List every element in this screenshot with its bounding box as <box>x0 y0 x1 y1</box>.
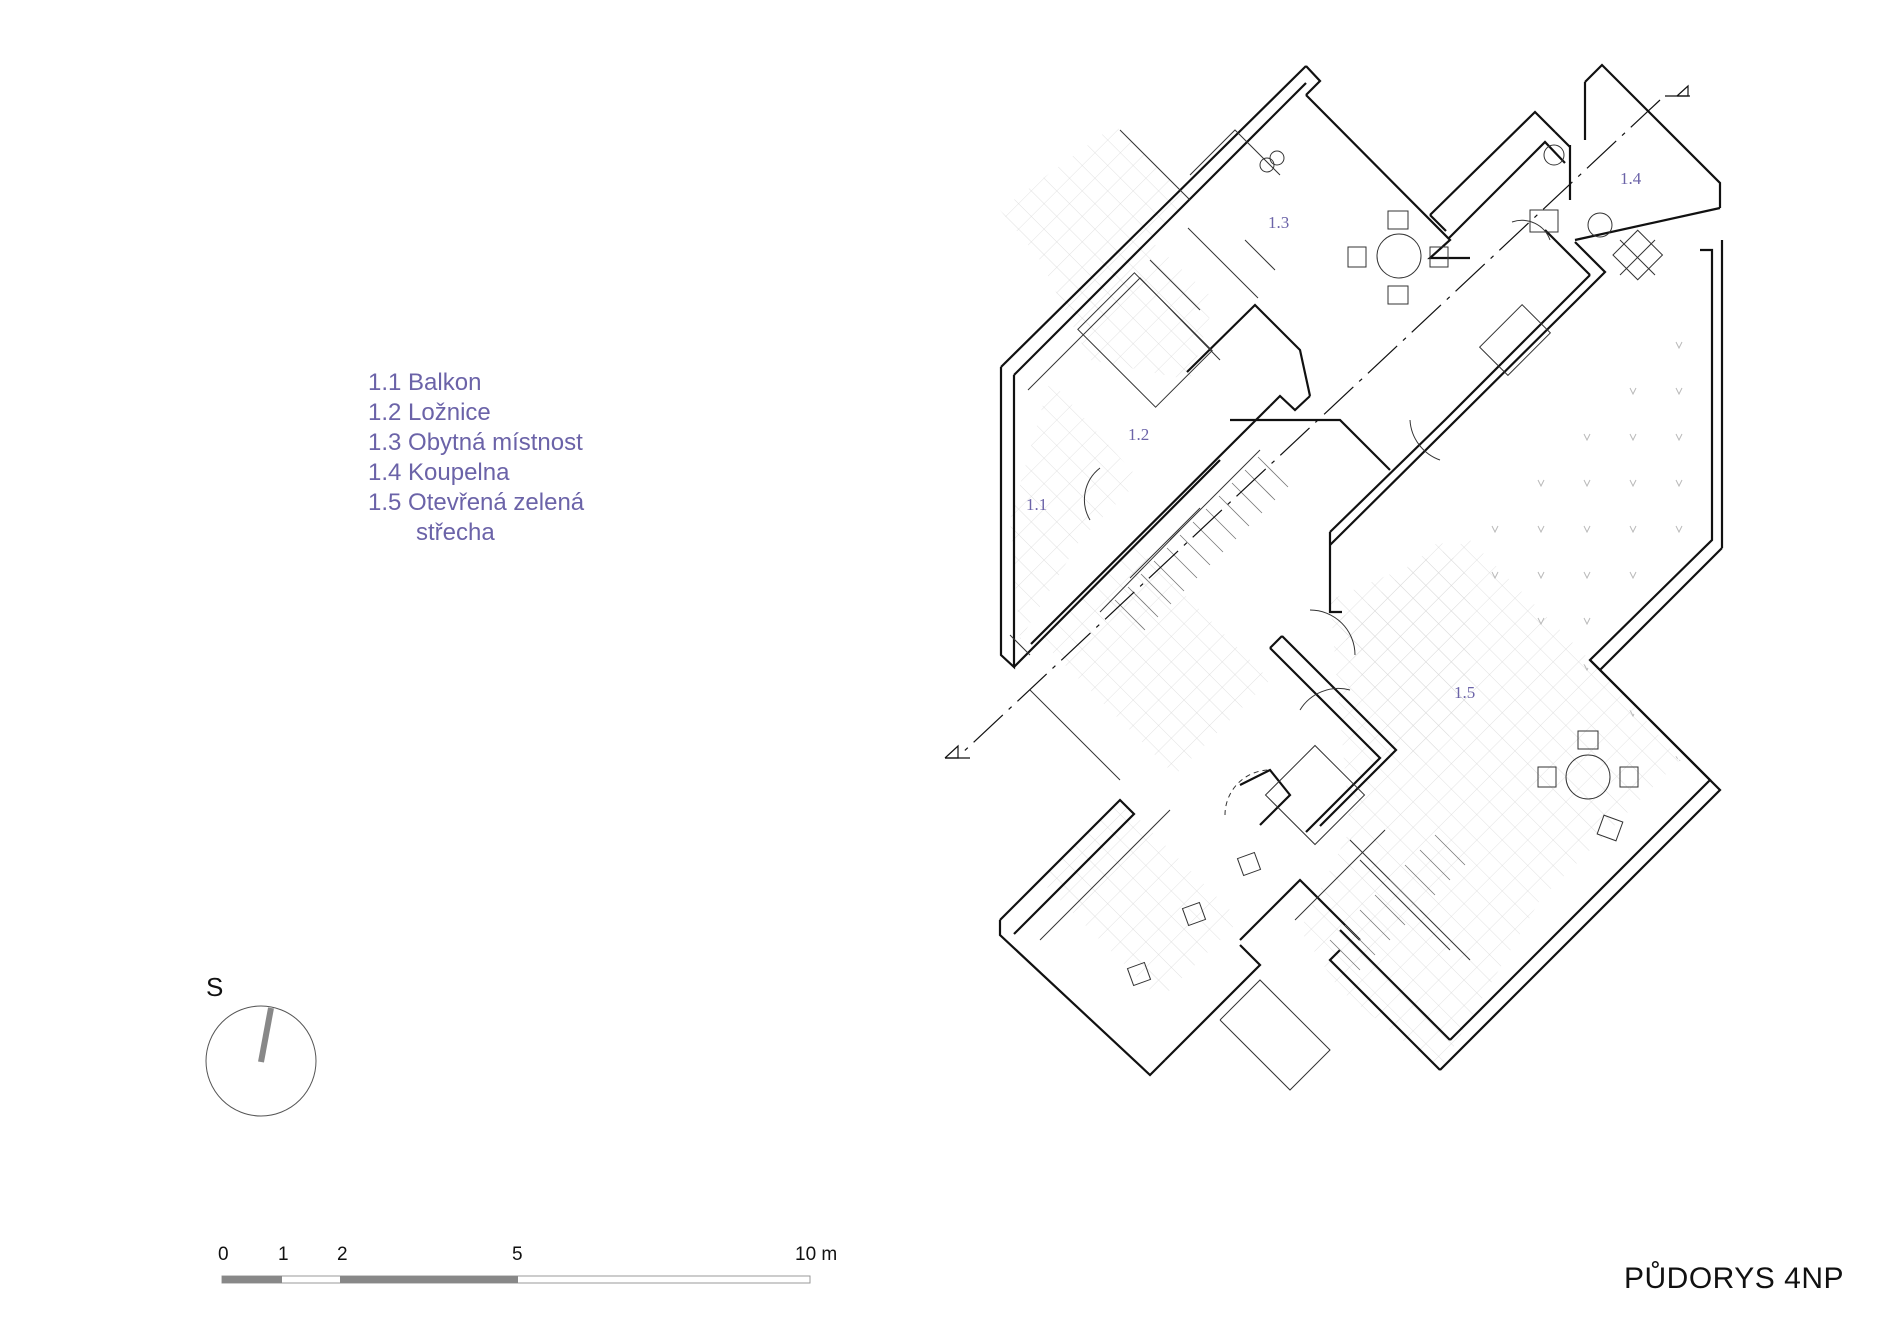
room-label-1-5: 1.5 <box>1454 683 1475 702</box>
drawing-title: PŮDORYS 4NP <box>1624 1262 1845 1295</box>
door-swings <box>1083 219 1551 816</box>
legend-item: 1.2 Ložnice <box>368 399 491 426</box>
legend-item: 1.3 Obytná místnost <box>368 429 583 456</box>
scale-tick-label: 5 <box>512 1244 523 1265</box>
legend-item: 1.4 Koupelna <box>368 459 510 486</box>
room-label-1-4: 1.4 <box>1620 169 1642 188</box>
north-needle <box>258 1007 274 1063</box>
north-label: S <box>206 972 224 1002</box>
north-circle <box>205 1005 317 1117</box>
legend-item-continuation: střecha <box>416 519 495 546</box>
room-label-1-2: 1.2 <box>1128 425 1149 444</box>
legend-item: 1.1 Balkon <box>368 369 482 396</box>
furniture <box>1077 144 1664 987</box>
scale-tick-label: 10 m <box>795 1244 838 1265</box>
scale-bar <box>221 1275 811 1284</box>
scale-tick-label: 0 <box>218 1244 229 1265</box>
room-label-1-1: 1.1 <box>1026 495 1047 514</box>
room-legend: 1.1 Balkon 1.2 Ložnice 1.3 Obytná místno… <box>368 368 584 548</box>
stairs-top <box>1114 456 1289 631</box>
legend-item: 1.5 Otevřená zelená <box>368 489 585 516</box>
room-label-1-3: 1.3 <box>1268 213 1289 232</box>
scale-tick-label: 1 <box>278 1244 289 1265</box>
section-line <box>944 84 1690 759</box>
green-roof-area <box>1440 300 1708 770</box>
stairs-bottom <box>1329 834 1466 971</box>
scale-tick-label: 2 <box>337 1244 348 1265</box>
walls <box>998 63 1724 1077</box>
